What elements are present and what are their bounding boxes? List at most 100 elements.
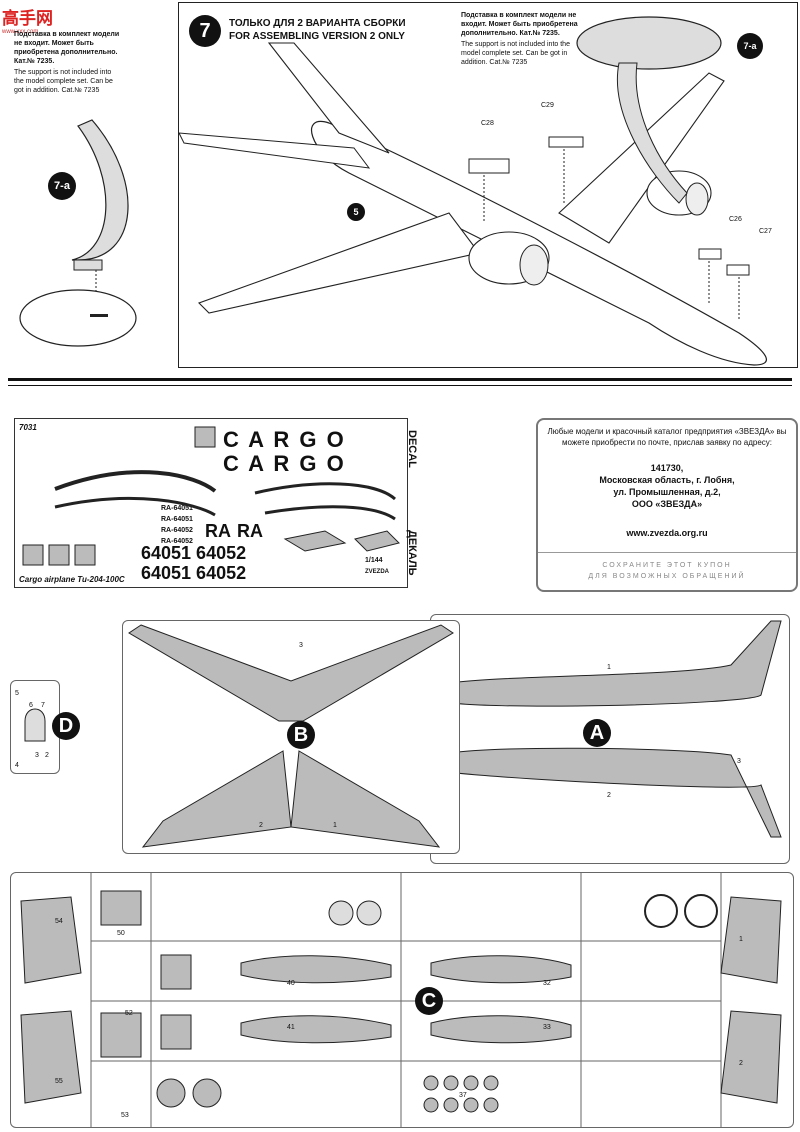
callout-part-5-text: 5 [353, 207, 359, 217]
sprue-d-part-4: 4 [15, 762, 19, 769]
decal-reg-list: RA-64051 RA-64051 RA-64052 RA-64052 [161, 503, 193, 547]
sprue-a-parts [440, 620, 782, 838]
decal-sheet-number: 7031 [19, 423, 37, 432]
coupon-divider [538, 552, 796, 553]
sprue-b: 3 2 1 B [122, 620, 460, 854]
sprue-b-badge: B [287, 721, 315, 749]
sprue-c-label: C [421, 989, 437, 1012]
sprue-c-part-55: 55 [55, 1078, 63, 1085]
sprue-c-parts [20, 873, 782, 1127]
decal-reg-1: RA-64051 [161, 505, 193, 512]
stand-note-left: Подставка в комплект модели не входит. М… [14, 30, 120, 95]
sprue-a-part-2: 2 [607, 792, 611, 799]
logo-url: www.xxx.com [2, 29, 39, 35]
stand-label-badge: 7-a [48, 172, 76, 200]
sprue-c-badge: C [415, 987, 443, 1015]
coupon-address-line-3: ул. Промышленная, д.2, [613, 487, 721, 497]
callout-c29: C29 [541, 102, 554, 109]
decal-reg-2: RA-64051 [161, 516, 193, 523]
sprue-a-part-3: 3 [737, 758, 741, 765]
step-title-ru: ТОЛЬКО ДЛЯ 2 ВАРИАНТА СБОРКИ [229, 18, 406, 29]
sprue-c-part-41: 41 [287, 1024, 295, 1031]
coupon-intro: Любые модели и красочный каталог предпри… [547, 427, 787, 447]
step-note-ru: Подставка в комплект модели не входит. М… [461, 12, 578, 37]
sprue-c-part-53: 53 [121, 1112, 129, 1119]
stand-note-en: The support is not included into the mod… [14, 69, 113, 94]
sprue-c-part-52: 52 [125, 1010, 133, 1017]
decal-side-ru: ДЕКАЛЬ [406, 530, 418, 576]
coupon-footer-line-2: ДЛЯ ВОЗМОЖНЫХ ОБРАЩЕНИЙ [588, 573, 746, 580]
sprue-d-part-5: 5 [15, 690, 19, 697]
sprue-c-part-37: 37 [459, 1092, 467, 1099]
step-title-en: FOR ASSEMBLING VERSION 2 ONLY [229, 31, 405, 42]
section-divider-bottom [8, 385, 792, 386]
decal-ra-1: RA [205, 521, 231, 541]
callout-part-5: 5 [347, 203, 365, 221]
sprue-d-part-2: 2 [45, 752, 49, 759]
step-7-panel: 7 ТОЛЬКО ДЛЯ 2 ВАРИАНТА СБОРКИ FOR ASSEM… [178, 2, 798, 368]
sprue-c-part-40: 40 [287, 980, 295, 987]
sprue-d: 5 6 7 3 2 4 [10, 680, 60, 774]
coupon-address-line-4: ООО «ЗВЕЗДА» [631, 499, 703, 509]
coupon-address: 141730, Московская область, г. Лобня, ул… [546, 462, 788, 510]
logo-text: 高手网 [2, 9, 53, 28]
sprue-d-part-6: 6 [29, 702, 33, 709]
sprue-c-part-1: 1 [739, 936, 743, 943]
sprue-a-badge: A [583, 719, 611, 747]
sprue-c-part-50: 50 [117, 930, 125, 937]
decal-cargo-2: C A R G O [223, 451, 346, 476]
decal-scale: 1/144 [365, 557, 383, 564]
step-title: ТОЛЬКО ДЛЯ 2 ВАРИАНТА СБОРКИ FOR ASSEMBL… [229, 17, 406, 43]
step-note: Подставка в комплект модели не входит. М… [461, 11, 583, 67]
callout-7a: 7-a [737, 33, 763, 59]
site-logo: 高手网 www.xxx.com [2, 4, 53, 35]
sprue-b-part-2: 2 [259, 822, 263, 829]
coupon-footer: СОХРАНИТЕ ЭТОТ КУПОН ДЛЯ ВОЗМОЖНЫХ ОБРАЩ… [546, 560, 788, 582]
decal-reg-4: RA-64052 [161, 538, 193, 545]
decal-numbers-top: 64051 64052 [141, 543, 247, 563]
sprue-a-label: A [589, 721, 605, 744]
sprue-d-parts [24, 708, 46, 742]
order-coupon: Любые модели и красочный каталог предпри… [536, 418, 798, 592]
section-divider-top [8, 378, 792, 381]
callout-7a-text: 7-a [743, 41, 757, 51]
coupon-address-line-1: 141730, [650, 463, 684, 473]
coupon-address-line-2: Московская область, г. Лобня, [599, 475, 735, 485]
callout-c28: C28 [481, 120, 494, 127]
sprue-c-part-33: 33 [543, 1024, 551, 1031]
stand-drawing [19, 119, 137, 347]
decal-side-en: DECAL [406, 430, 418, 468]
decal-cargo-1: C A R G O [223, 427, 346, 452]
sprue-a: 1 2 3 A [430, 614, 790, 864]
sprue-c-part-32: 32 [543, 980, 551, 987]
step-number: 7 [199, 19, 211, 42]
sprue-b-parts [128, 624, 454, 848]
sprue-c: 54 55 1 2 40 41 32 33 50 52 53 37 C [10, 872, 794, 1128]
step-number-badge: 7 [189, 15, 221, 47]
sprue-c-part-54: 54 [55, 918, 63, 925]
sprue-c-part-2: 2 [739, 1060, 743, 1067]
sprue-d-part-7: 7 [41, 702, 45, 709]
aircraft-assembly-drawing [179, 16, 767, 366]
decal-brand: ZVEZDA [365, 569, 389, 575]
sprue-d-label: D [58, 714, 74, 737]
decal-numbers-bottom: 64051 64052 [141, 563, 247, 583]
callout-c26: C26 [729, 216, 742, 223]
callout-c27: C27 [759, 228, 772, 235]
sprue-b-label: B [293, 723, 309, 746]
sprue-d-badge: D [52, 712, 80, 740]
stand-label-text: 7-a [54, 180, 70, 192]
decal-sheet: 7031 C A R G O C A R G O RA-64051 RA-640… [14, 418, 408, 588]
coupon-url[interactable]: www.zvezda.org.ru [626, 528, 708, 538]
decal-shapes [22, 426, 400, 566]
decal-reg-3: RA-64052 [161, 527, 193, 534]
sprue-b-part-1: 1 [333, 822, 337, 829]
sprue-d-part-3: 3 [35, 752, 39, 759]
sprue-a-part-1: 1 [607, 664, 611, 671]
step-note-en: The support is not included into the mod… [461, 41, 570, 66]
coupon-footer-line-1: СОХРАНИТЕ ЭТОТ КУПОН [602, 562, 732, 569]
decal-ra-2: RA [237, 521, 263, 541]
sprue-b-part-3: 3 [299, 642, 303, 649]
stand-note-ru: Подставка в комплект модели не входит. М… [14, 31, 120, 65]
decal-caption: Cargo airplane Tu-204-100C [19, 575, 125, 584]
